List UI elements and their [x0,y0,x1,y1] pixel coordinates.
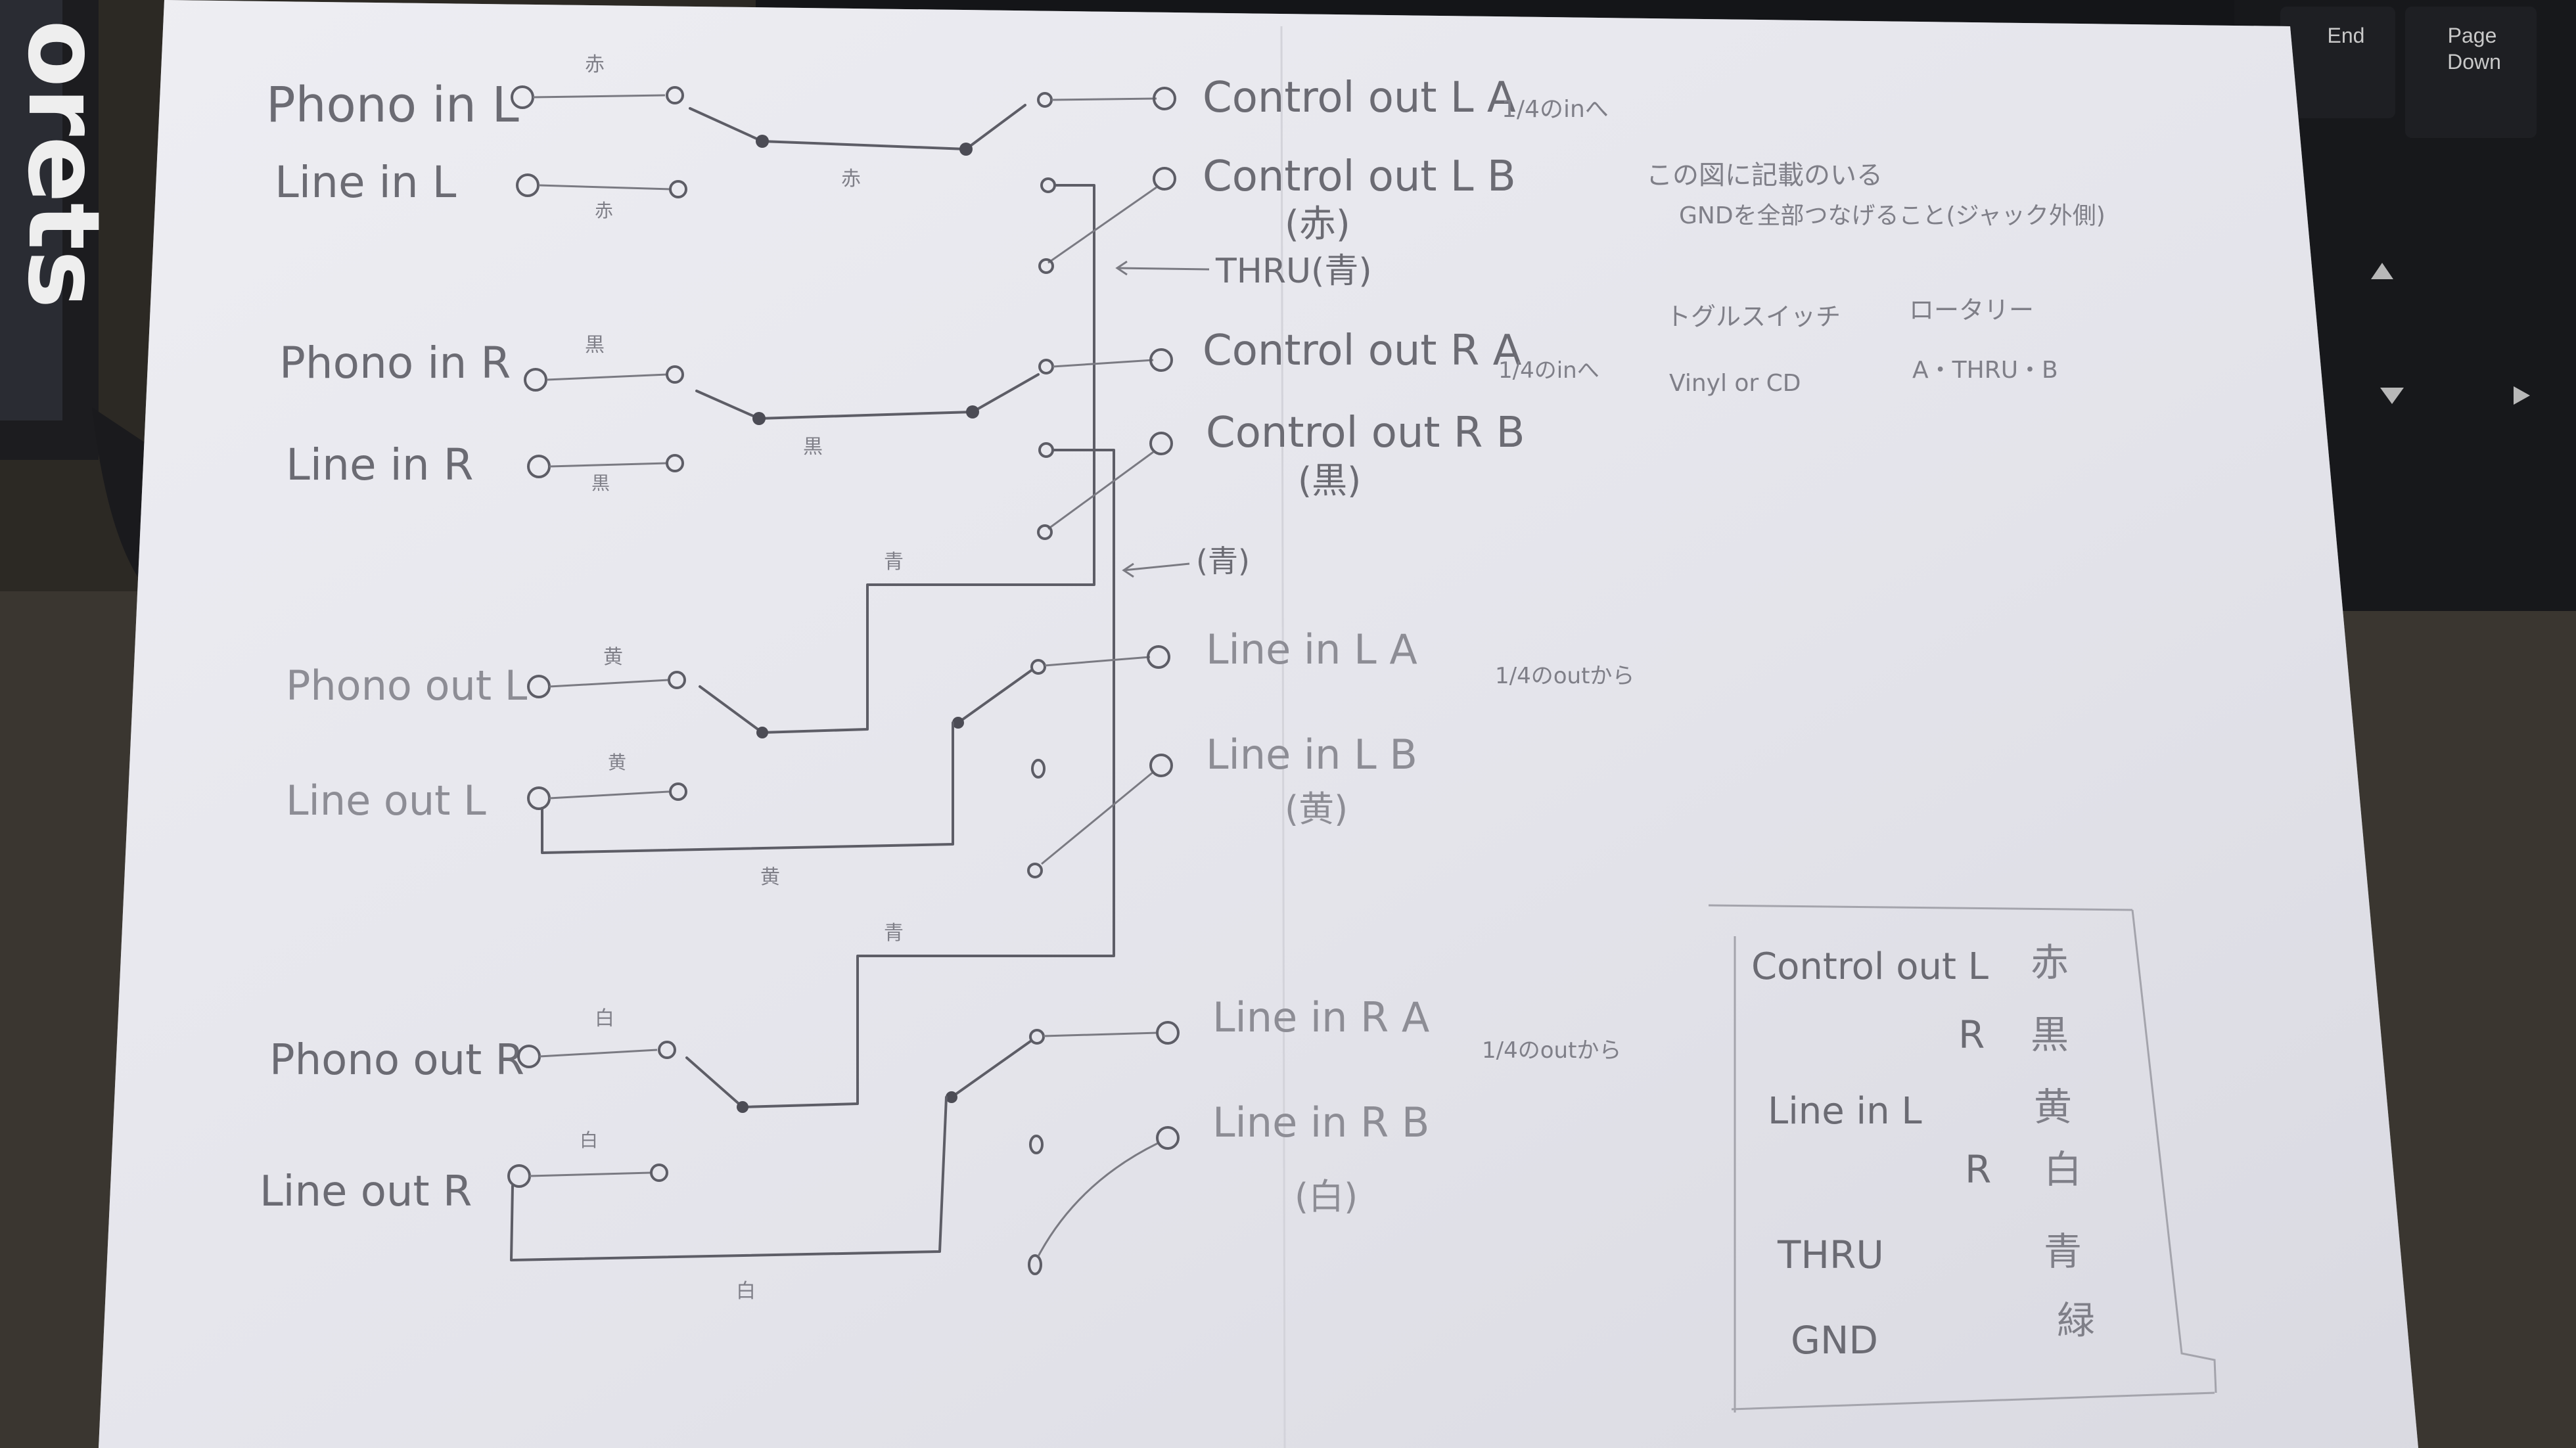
legend-row-color: 緑 [2057,1298,2095,1343]
jack-control-out-l-b [1153,167,1176,191]
note-to-control-l: 1/4のinへ [1502,96,1609,123]
wire-note-white-2: 白 [580,1129,598,1151]
label-phono-in-l: Phono in L [266,77,519,133]
end-key [2280,7,2395,118]
legend-row-label: Control out L [1751,945,1989,988]
label-control-out-r-a: Control out R A [1203,327,1522,375]
jack-phono-in-r [524,368,547,392]
label-control-out-l-b-color: (赤) [1285,203,1350,246]
wire-note-red-3: 赤 [595,200,613,221]
legend-row-label: THRU [1777,1233,1884,1277]
wire-note-red-2: 赤 [841,168,861,191]
legend-row-label: Line in L [1768,1090,1922,1133]
jack-control-out-l-a [1153,87,1176,110]
right-arrow-icon [2514,386,2530,405]
wire-note-blue-1: 青 [884,551,904,574]
page-down-label-1: Page [2448,24,2497,47]
label-phono-in-r: Phono in R [279,338,511,388]
legend-row-color: 黒 [2031,1012,2069,1057]
label-control-out-l-a: Control out L A [1203,74,1516,122]
label-phono-out-l: Phono out L [286,662,528,710]
legend-row-color: 青 [2044,1229,2082,1274]
wire-note-black-3: 黒 [591,472,610,494]
label-line-in-r-b-color: (白) [1295,1176,1358,1217]
label-phono-out-r: Phono out R [269,1036,524,1085]
page-down-label-2: Down [2447,50,2501,74]
note-from-line-r: 1/4のoutから [1482,1037,1621,1064]
label-line-in-l-b: Line in L B [1206,731,1417,779]
legend-row-label: GND [1791,1318,1878,1363]
label-line-out-l: Line out L [286,777,486,825]
label-line-in-l: Line in L [275,157,457,208]
end-key-label: End [2328,24,2365,47]
legend-row-color: 白 [2044,1147,2082,1192]
wire-note-black-1: 黒 [585,334,605,357]
down-arrow-icon [2380,388,2404,404]
jack-line-in-l [516,173,540,197]
wire-note-black-2: 黒 [803,436,823,459]
jack-line-in-r-b [1156,1126,1180,1150]
legend-box: Control out L 赤 R 黒 Line in L 黄 R 白 THRU… [1708,904,2217,1413]
note-rotary-value: A・THRU・B [1912,357,2058,384]
label-line-in-r-b: Line in R B [1212,1098,1429,1146]
jack-line-in-l-a [1147,645,1170,669]
note-rotary-label: ロータリー [1909,296,2034,325]
circuit [507,85,1210,1275]
jack-control-out-r-a [1149,348,1173,372]
notes-block: この図に記載のいる GNDを全部つなげること(ジャック外側) トグルスイッチ ロ… [1646,160,2105,397]
paper-fold [1280,26,1286,1448]
wire-note-yellow-3: 黄 [760,866,780,889]
label-line-in-r-a: Line in R A [1212,993,1429,1041]
label-control-out-r-b-color: (黒) [1298,460,1361,501]
wire-note-red-1: 赤 [585,53,605,76]
label-control-out-l-b: Control out L B [1203,152,1516,201]
wire-note-blue-2: 青 [884,922,904,945]
note-line-1: この図に記載のいる [1646,160,1883,191]
right-labels: Control out L A Control out L B (赤) THRU… [1196,74,1525,1217]
up-arrow-icon [2371,263,2393,279]
label-thru: THRU(青) [1215,252,1372,291]
legend-row-label: R [1958,1012,1985,1057]
page-down-key [2405,7,2537,138]
label-line-in-l-b-color: (黄) [1285,788,1348,830]
legend-row-label: R [1965,1147,1991,1192]
note-from-line-l: 1/4のoutから [1495,663,1634,689]
note-toggle-label: トグルスイッチ [1666,302,1841,331]
label-line-in-r: Line in R [286,440,474,490]
left-labels: Phono in L Line in L Phono in R Line in … [260,77,528,1216]
wire-note-white-3: 白 [736,1280,756,1303]
wire-note-yellow-1: 黄 [603,646,623,669]
label-control-out-r-b: Control out R B [1206,409,1525,457]
wire-color-notes: 赤 赤 赤 黒 黒 黒 黄 黄 黄 白 白 白 青 青 [580,53,904,1303]
label-line-in-l-a: Line in L A [1206,625,1417,673]
side-notes: 1/4のinへ 1/4のinへ 1/4のoutから 1/4のoutから [1482,96,1634,1064]
note-line-2: GNDを全部つなげること(ジャック外側) [1679,202,2105,229]
jack-line-in-l-b [1149,754,1173,777]
note-to-control-r: 1/4のinへ [1498,357,1599,384]
wire-note-white-1: 白 [595,1007,614,1030]
canister-label: orets [6,20,120,309]
wire-note-yellow-2: 黄 [608,752,626,773]
jack-line-in-r-a [1156,1021,1180,1045]
legend-row-color: 赤 [2031,940,2069,985]
legend-row-color: 黄 [2034,1085,2072,1129]
label-line-out-r: Line out R [260,1167,472,1216]
note-toggle-value: Vinyl or CD [1669,370,1801,397]
label-thru-r-color: (青) [1196,543,1250,579]
jack-control-out-r-b [1149,432,1173,455]
